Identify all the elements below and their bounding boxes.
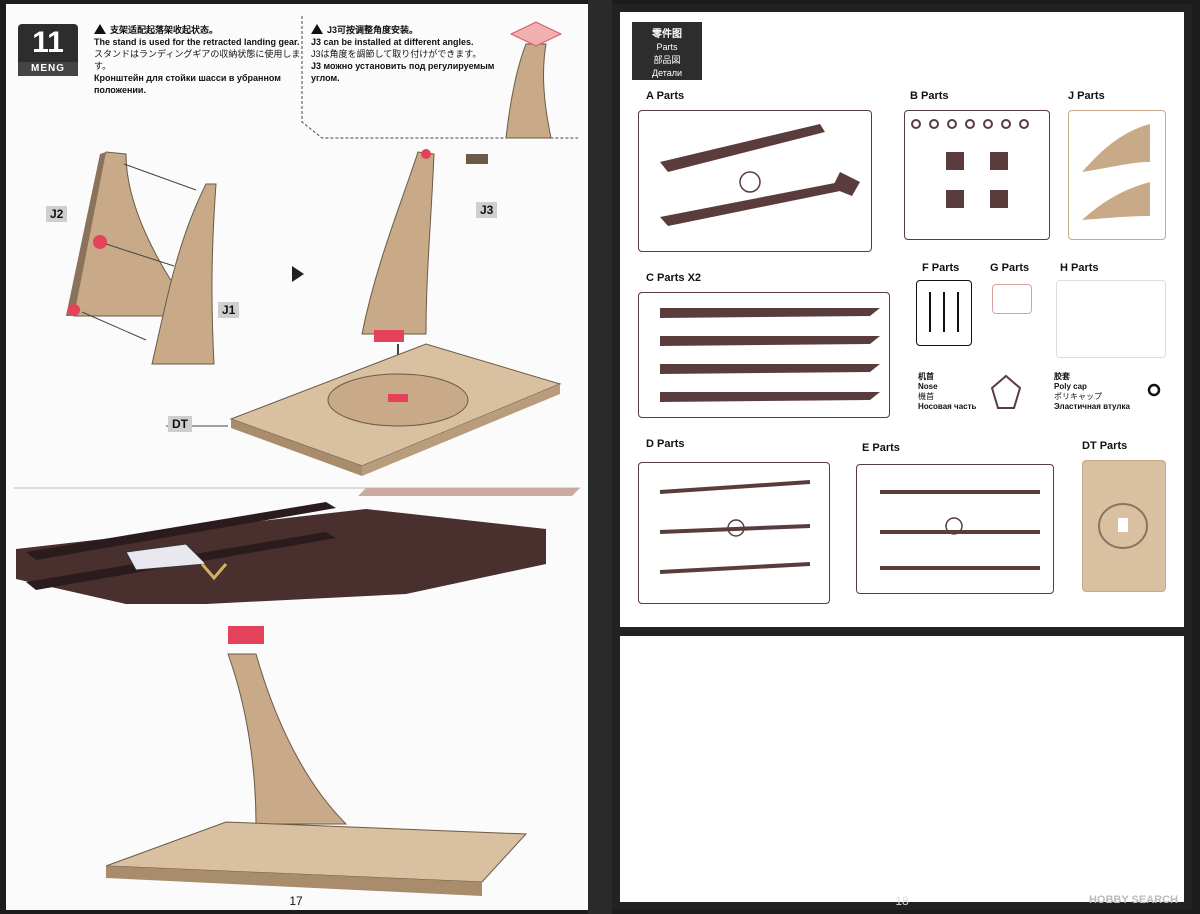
instruction-page-18: 零件图 Parts 部品図 Детали A Parts B Parts J P… <box>612 4 1192 910</box>
warning-icon <box>311 24 323 34</box>
step-badge: 11 MENG <box>18 24 78 76</box>
sprue-h <box>1056 280 1166 358</box>
sprue-b-label: B Parts <box>910 90 949 102</box>
legend-polycap: 胶套 Poly cap ポリキャップ Эластичная втулка <box>1054 372 1130 411</box>
sprue-g <box>992 284 1032 314</box>
sprue-g-label: G Parts <box>990 262 1030 274</box>
sprue-parts-illustration <box>659 119 1161 574</box>
binding-gutter <box>588 0 612 914</box>
arrow-right-icon <box>292 266 304 282</box>
note-landing-gear: 支架适配起落架收起状态。 The stand is used for the r… <box>94 24 301 95</box>
sprue-d <box>638 462 830 604</box>
sprue-e <box>856 464 1054 594</box>
parts-title-box: 零件图 Parts 部品図 Детали <box>632 22 702 80</box>
blank-sheet <box>620 636 1184 902</box>
watermark: HOBBY SEARCH <box>1088 894 1178 906</box>
step-number: 11 <box>18 24 78 62</box>
instruction-page-17: 11 MENG 支架适配起落架收起状态。 The stand is used f… <box>6 4 588 910</box>
sprue-b <box>904 110 1050 240</box>
sprue-j <box>1068 110 1166 240</box>
sprue-dt-label: DT Parts <box>1082 440 1128 452</box>
page-number: 17 <box>289 894 303 908</box>
note-j3-angle: J3可按调整角度安装。 J3 can be installed at diffe… <box>311 24 495 83</box>
parts-diagram-sheet: 零件图 Parts 部品図 Детали A Parts B Parts J P… <box>620 12 1184 627</box>
label-j2: J2 <box>46 206 68 222</box>
legend-nose: 机首 Nose 機首 Носовая часть <box>918 372 977 411</box>
brand-logo: MENG <box>18 62 78 76</box>
sprue-c <box>638 292 890 418</box>
sprue-f <box>916 280 972 346</box>
page-number: 18 <box>895 894 909 908</box>
sprue-a-label: A Parts <box>646 90 685 102</box>
sprue-d-label: D Parts <box>646 438 685 450</box>
sprue-a <box>638 110 872 252</box>
label-j1: J1 <box>218 302 240 318</box>
sprue-e-label: E Parts <box>862 442 900 454</box>
sprue-j-label: J Parts <box>1068 90 1105 102</box>
assembly-illustration <box>14 16 580 896</box>
sprue-f-label: F Parts <box>922 262 960 274</box>
label-j3: J3 <box>476 202 498 218</box>
sprue-h-label: H Parts <box>1060 262 1099 274</box>
warning-icon <box>94 24 106 34</box>
label-dt: DT <box>168 416 192 432</box>
sprue-c-label: C Parts X2 <box>646 272 702 284</box>
